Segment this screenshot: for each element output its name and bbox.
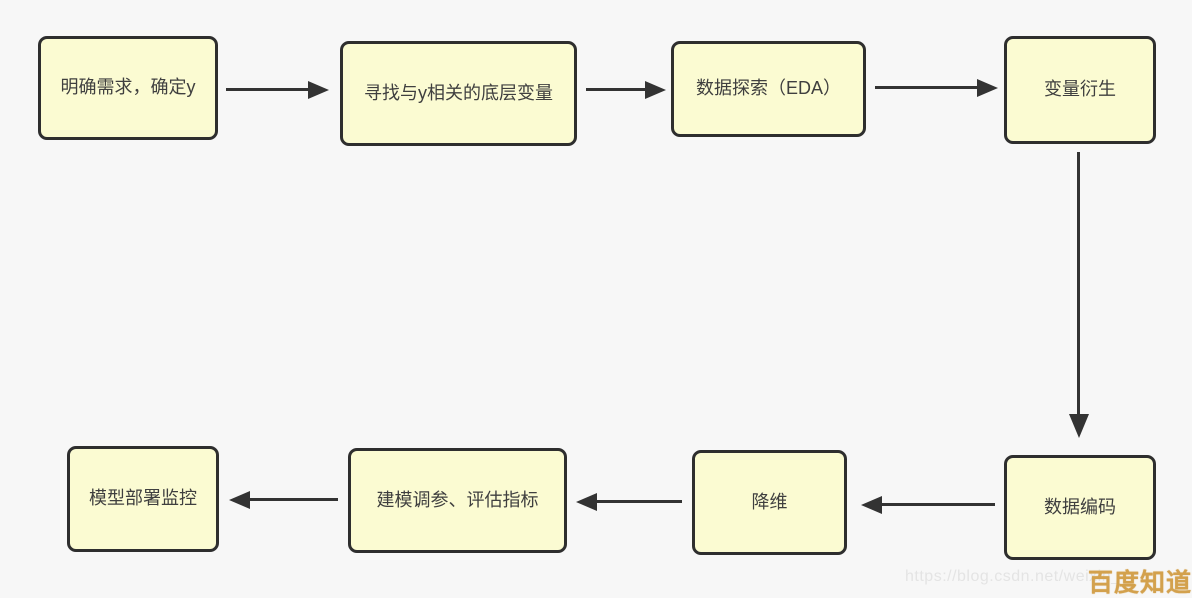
csdn-url-watermark: https://blog.csdn.net/weixin_ — [905, 568, 1121, 585]
flow-node-label: 寻找与y相关的底层变量 — [364, 82, 553, 103]
flow-node-label: 模型部署监控 — [89, 488, 197, 509]
flow-node-label: 明确需求，确定y — [60, 77, 196, 98]
flow-node-eda: 数据探索（EDA） — [671, 41, 866, 137]
flow-node-modeling-tuning: 建模调参、评估指标 — [348, 448, 567, 553]
flow-node-data-encoding: 数据编码 — [1004, 455, 1156, 560]
arrow-left-icon — [250, 498, 338, 501]
flow-node-label: 数据探索（EDA） — [695, 78, 841, 99]
flow-node-dimension-reduction: 降维 — [692, 450, 847, 555]
flow-node-label: 建模调参、评估指标 — [376, 489, 539, 510]
arrow-left-icon — [597, 500, 682, 503]
arrow-left-icon — [882, 503, 995, 506]
baidu-zhidao-logo: 百度知道 — [1088, 569, 1192, 597]
flow-node-label: 降维 — [751, 491, 788, 512]
arrow-down-icon — [1077, 152, 1080, 414]
arrow-right-icon — [226, 88, 308, 91]
flow-node-deploy-monitor: 模型部署监控 — [67, 446, 219, 552]
flow-node-define-y: 明确需求，确定y — [38, 36, 218, 140]
flow-node-label: 数据编码 — [1044, 496, 1116, 517]
arrow-right-icon — [586, 88, 645, 91]
flow-node-variable-derivation: 变量衍生 — [1004, 36, 1156, 144]
flow-node-find-variables: 寻找与y相关的底层变量 — [340, 41, 577, 146]
arrow-right-icon — [875, 86, 977, 89]
flow-node-label: 变量衍生 — [1044, 79, 1116, 100]
